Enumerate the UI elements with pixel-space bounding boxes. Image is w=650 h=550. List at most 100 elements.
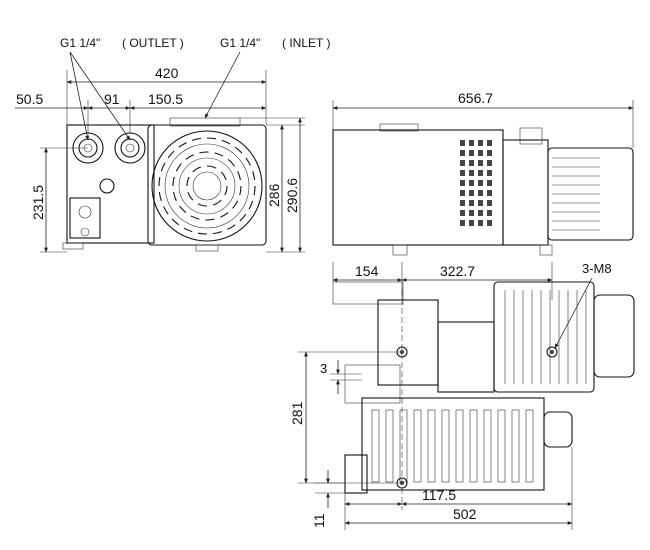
fan-slot: [178, 142, 187, 148]
body-rib: [525, 409, 534, 483]
dim-foot-height: 11: [311, 513, 327, 528]
fan-slot: [167, 150, 175, 159]
vent-cell: [478, 190, 483, 196]
dim-base-offset: 154: [355, 263, 379, 279]
mounting-label: 3-M8: [582, 261, 612, 276]
dim-side-length: 656.7: [458, 90, 493, 106]
side-vent-grid: [460, 140, 492, 226]
vent-cell: [487, 160, 492, 166]
dim-base-height: 281: [289, 401, 305, 425]
fan-slot: [163, 206, 169, 215]
body-rib: [455, 409, 464, 483]
vent-cell: [469, 200, 474, 206]
fan-slot: [221, 139, 231, 145]
dim-front-body-height: 286: [266, 183, 282, 207]
fan-slot: [158, 176, 161, 187]
fan-slot: [186, 176, 190, 187]
fan-slot: [214, 152, 224, 157]
inlet-port-label: G1 1/4": [220, 36, 260, 50]
plan-motor: [493, 281, 595, 393]
vent-cell: [460, 190, 465, 196]
vent-cell: [487, 210, 492, 216]
vent-cell: [469, 180, 474, 186]
dim-base-length: 502: [453, 506, 477, 522]
fan-slot: [227, 224, 236, 230]
inlet-label: ( INLET ): [282, 36, 330, 50]
vent-cell: [460, 170, 465, 176]
fan-slot: [192, 166, 202, 173]
side-terminal-box: [519, 127, 543, 145]
dim-base-span: 322.7: [440, 263, 475, 279]
vent-cell: [460, 210, 465, 216]
vent-cell: [469, 210, 474, 216]
vent-cell: [487, 150, 492, 156]
vent-cell: [487, 220, 492, 226]
fan-slot: [232, 200, 239, 209]
vent-cell: [460, 200, 465, 206]
fan-slot: [158, 191, 162, 202]
body-rib: [511, 409, 520, 483]
front-foot-right: [195, 244, 219, 252]
fan-slot: [212, 199, 222, 206]
fan-slot: [191, 137, 202, 141]
vent-cell: [478, 220, 483, 226]
dim-hole-spacing: 117.5: [422, 487, 456, 503]
vent-cell: [469, 160, 474, 166]
vent-cell: [478, 200, 483, 206]
side-top-port: [379, 123, 419, 132]
body-rib: [413, 409, 422, 483]
body-rib: [483, 409, 492, 483]
fan-slot: [160, 162, 166, 172]
fan-slot: [185, 154, 194, 160]
body-rib: [441, 409, 450, 483]
dim-shaft-offset: 3: [320, 361, 327, 376]
fan-slot: [234, 146, 243, 154]
fan-slot: [206, 165, 217, 169]
fan-slot: [197, 232, 208, 235]
plan-rear-plate: [332, 281, 404, 305]
fan-grille: [151, 130, 263, 242]
fan-slot: [237, 171, 241, 181]
fan-slot: [220, 212, 229, 218]
plan-shaft-end: [543, 411, 573, 448]
fan-slot: [172, 176, 175, 187]
vent-cell: [478, 140, 483, 146]
dim-front-port-height: 231.5: [30, 185, 46, 220]
dim-front-width: 420: [155, 65, 179, 81]
fan-slot: [245, 157, 251, 166]
vent-cell: [487, 200, 492, 206]
vent-cell: [487, 170, 492, 176]
body-rib: [385, 409, 394, 483]
dim-front-total-height: 290.6: [284, 178, 300, 213]
fan-slot: [206, 137, 217, 140]
fan-slot: [173, 191, 177, 201]
front-gauge: [99, 178, 115, 194]
fan-slot: [224, 185, 228, 196]
vent-cell: [460, 180, 465, 186]
vent-cell: [478, 150, 483, 156]
dim-front-offset-right: 150.5: [148, 91, 183, 107]
outlet-port-right: [114, 132, 146, 164]
vent-cell: [469, 150, 474, 156]
vent-cell: [460, 220, 465, 226]
vent-cell: [469, 170, 474, 176]
vent-cell: [478, 180, 483, 186]
fan-slot: [175, 163, 182, 172]
fan-slot: [183, 227, 193, 233]
outlet-leader-left: [69, 51, 90, 141]
front-view: G1 1/4" ( OUTLET ) G1 1/4" ( INLET ) 420…: [15, 36, 330, 253]
plan-coupling: [437, 321, 495, 393]
dim-front-offset-left: 50.5: [16, 91, 43, 107]
fan-slot: [253, 185, 256, 196]
fan-slot: [252, 170, 256, 181]
fan-slot: [205, 218, 215, 221]
side-motor: [547, 147, 634, 241]
body-rib: [469, 409, 478, 483]
outlet-port-label: G1 1/4": [60, 36, 100, 50]
fan-slot: [220, 171, 227, 181]
dim-front-port-spacing: 91: [104, 91, 120, 107]
vent-cell: [487, 180, 492, 186]
side-motor-fins: [552, 157, 600, 231]
vent-cell: [469, 140, 474, 146]
